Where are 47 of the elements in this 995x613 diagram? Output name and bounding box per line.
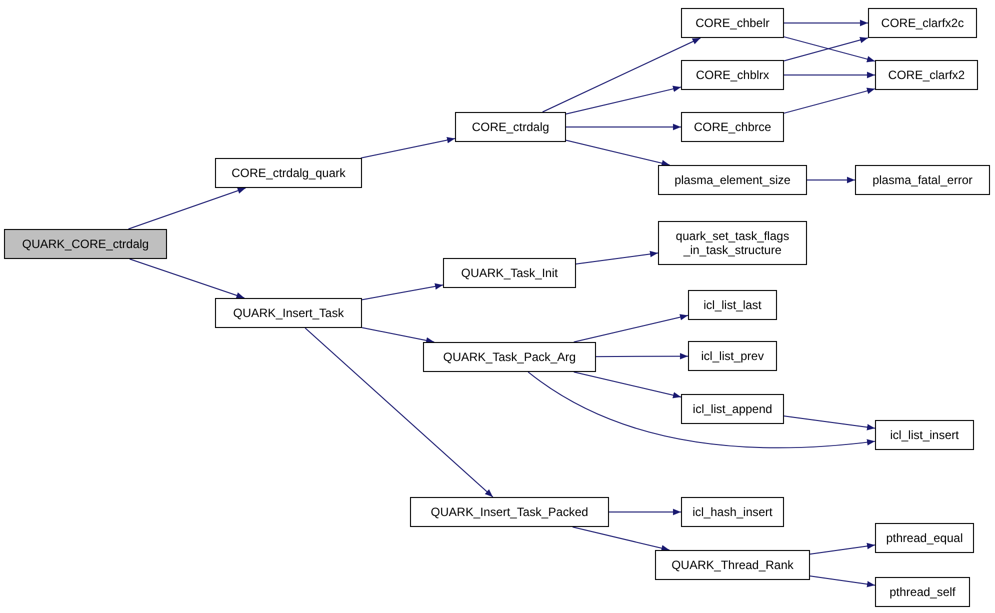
call-arrow xyxy=(304,328,494,498)
call-arrow xyxy=(806,176,856,184)
function-box: QUARK_Task_Pack_Arg xyxy=(423,342,596,372)
function-box: plasma_element_size xyxy=(658,165,807,195)
function-box: QUARK_Insert_Task_Packed xyxy=(410,497,609,527)
call-arrow xyxy=(566,86,682,114)
call-arrow xyxy=(784,415,876,430)
function-box: CORE_clarfx2c xyxy=(868,8,977,38)
call-arrow xyxy=(810,576,876,588)
function-box: QUARK_Task_Init xyxy=(443,258,576,288)
function-box: pthread_equal xyxy=(875,523,974,553)
function-box: CORE_ctrdalg xyxy=(455,112,566,142)
call-arrow xyxy=(128,188,246,230)
call-arrow xyxy=(362,283,444,300)
function-box: CORE_chblrx xyxy=(681,60,784,90)
call-arrow xyxy=(572,526,670,552)
call-arrow xyxy=(576,250,658,265)
function-box: plasma_fatal_error xyxy=(855,165,990,195)
call-arrow xyxy=(608,508,682,516)
call-arrow xyxy=(596,353,688,360)
call-arrow xyxy=(784,72,876,78)
function-box: QUARK_Thread_Rank xyxy=(655,550,810,580)
function-box: CORE_chbelr xyxy=(681,8,784,38)
call-arrow xyxy=(360,137,456,158)
function-box: CORE_ctrdalg_quark xyxy=(215,158,362,188)
function-box: icl_list_prev xyxy=(688,341,777,371)
function-box: icl_list_insert xyxy=(875,420,974,450)
function-box: icl_list_last xyxy=(688,290,777,320)
call-arrow xyxy=(566,124,682,130)
function-box: CORE_chbrce xyxy=(681,112,784,142)
function-box: quark_set_task_flags _in_task_structure xyxy=(658,221,807,265)
function-box: pthread_self xyxy=(875,577,970,607)
call-arrow xyxy=(810,542,876,555)
call-arrow xyxy=(129,258,245,298)
function-box: icl_list_append xyxy=(681,394,784,424)
function-box: QUARK_Insert_Task xyxy=(215,298,362,328)
call-arrow xyxy=(784,88,876,114)
function-box: QUARK_CORE_ctrdalg xyxy=(4,229,167,259)
call-arrow xyxy=(362,327,435,344)
call-arrow xyxy=(573,372,682,398)
call-arrow xyxy=(542,38,701,112)
call-arrow xyxy=(784,20,868,26)
call-arrow xyxy=(573,314,688,342)
function-box: icl_hash_insert xyxy=(681,497,784,527)
function-box: CORE_clarfx2 xyxy=(875,60,978,90)
call-arrow xyxy=(528,372,876,448)
call-arrow xyxy=(566,140,670,166)
